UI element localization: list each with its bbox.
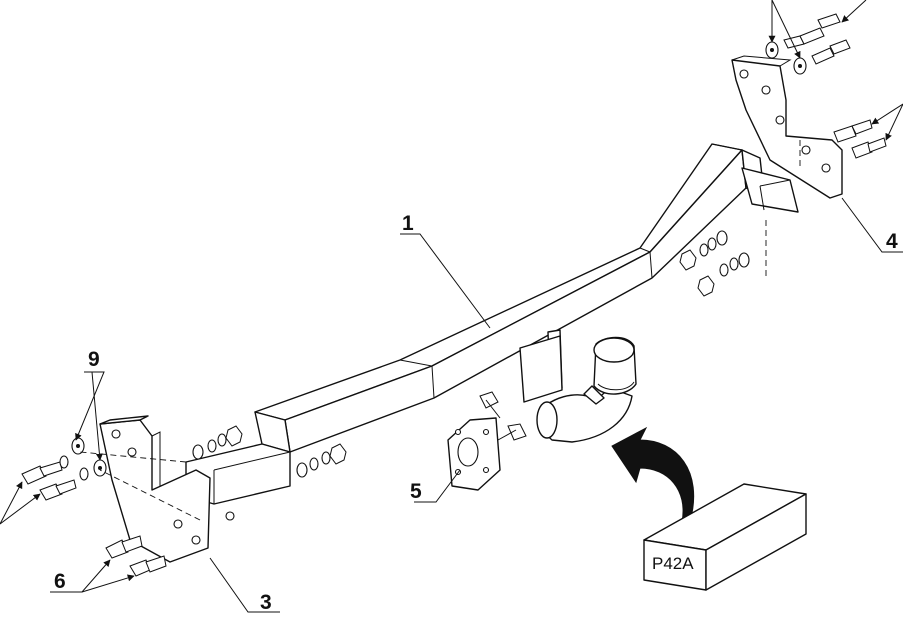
leader-right-b: [885, 103, 903, 141]
right-fasteners: [679, 13, 887, 297]
callout-6: 6: [54, 570, 66, 593]
leader-9-a: [75, 371, 105, 441]
leader-5: [414, 469, 461, 503]
leader-top-b: [771, 0, 801, 59]
leader-1: [400, 233, 491, 329]
leader-9-b: [91, 371, 103, 461]
leader-left-bolts: [0, 481, 23, 525]
leader-3: [209, 557, 280, 613]
packaging-box: [643, 483, 807, 591]
tow-ball: [519, 329, 637, 443]
curved-arrow: [611, 426, 695, 523]
callout-1: 1: [402, 212, 414, 235]
left-side-bracket: [99, 415, 235, 563]
left-fasteners: [21, 425, 347, 577]
drawbar: [254, 143, 765, 453]
leader-4: [841, 197, 903, 253]
leader-right-a: [871, 103, 903, 125]
leader-6-b: [81, 574, 135, 593]
right-mount-plate: [741, 167, 799, 213]
right-side-bracket: [731, 55, 843, 199]
box-label: P42A: [652, 554, 694, 573]
callout-3: 3: [260, 591, 272, 614]
callout-5: 5: [410, 480, 422, 503]
socket-plate: [447, 391, 527, 491]
callout-9: 9: [88, 348, 100, 371]
callout-4: 4: [886, 230, 898, 253]
leader-left-bolts-b: [0, 493, 41, 525]
leader-top-c: [841, 0, 867, 23]
